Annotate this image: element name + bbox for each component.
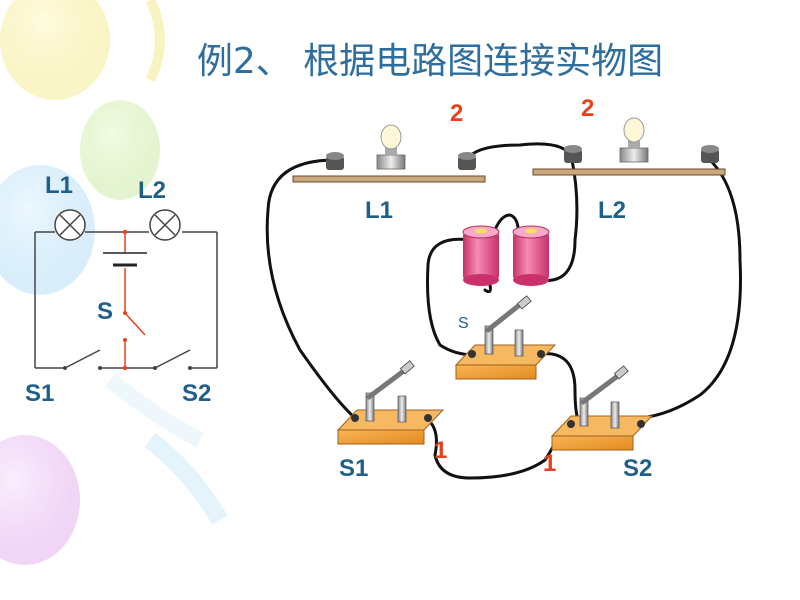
balloon-purple [0,435,80,565]
physical-s2-label: S2 [623,455,653,482]
balloon-string [105,373,204,448]
marker-1-s1: 1 [434,437,448,464]
switch-s2 [550,365,654,451]
balloon-green [80,100,160,200]
lamp-l1 [292,124,486,183]
circuit-schematic [34,209,218,371]
balloon-string [145,0,165,83]
physical-l2-label: L2 [598,197,627,224]
schematic-lamp-l2 [149,209,181,241]
schematic-l1-label: L1 [45,172,74,199]
marker-2-right: 2 [581,95,595,122]
schematic-s2-label: S2 [182,380,212,407]
physical-s-label: S [458,315,469,332]
balloon-string [144,432,228,525]
wires [265,142,742,480]
schematic-l2-label: L2 [138,177,167,204]
schematic-middle-branch [124,232,146,368]
battery-pack [462,225,550,286]
schematic-battery [103,252,147,267]
lamp-l2 [532,117,726,176]
schematic-s1-label: S1 [25,380,55,407]
marker-2-left: 2 [450,100,464,127]
schematic-lamp-l1 [54,209,86,241]
schematic-s-label: S [97,298,114,325]
balloon-yellow [0,0,110,100]
physical-l1-label: L1 [365,197,394,224]
balloon-blue [0,165,95,295]
switch-s [454,295,557,380]
switch-s1 [336,360,445,445]
physical-s1-label: S1 [339,455,369,482]
page-title: 例2、 根据电路图连接实物图 [196,41,664,82]
marker-1-s2: 1 [543,450,557,477]
